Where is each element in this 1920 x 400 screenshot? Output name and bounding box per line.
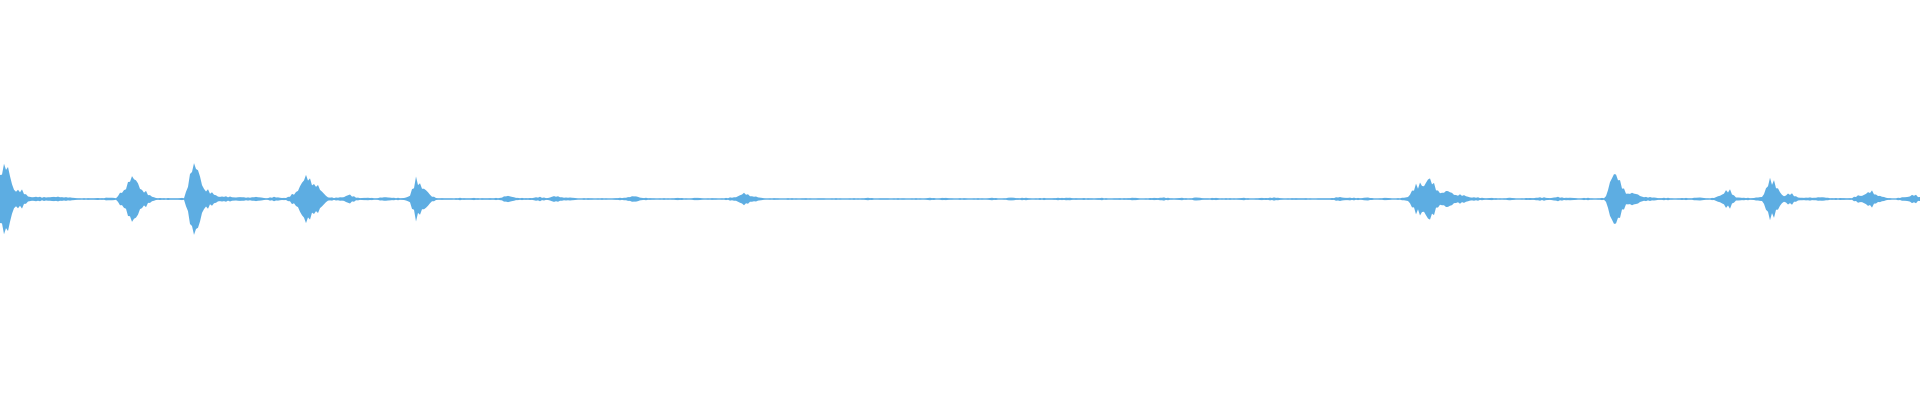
waveform-envelope xyxy=(0,163,1920,235)
